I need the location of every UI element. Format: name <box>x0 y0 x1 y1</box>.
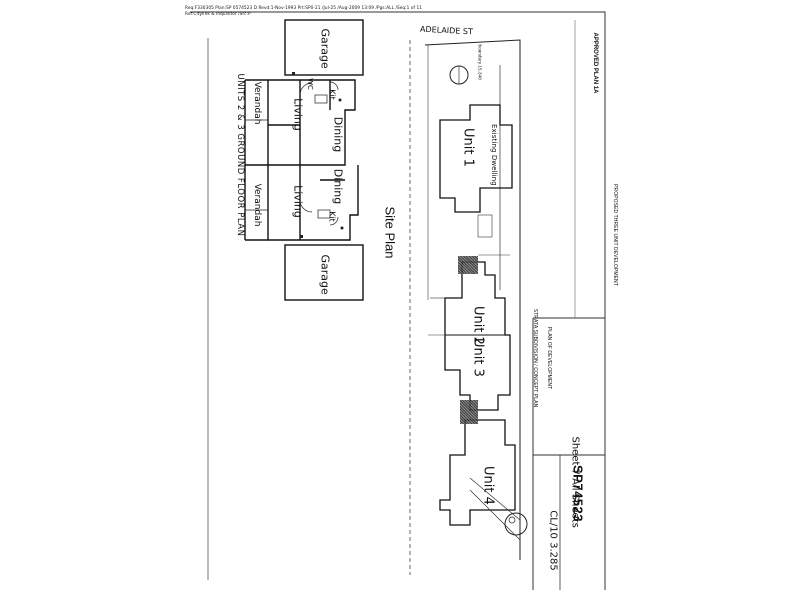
project-line-2: STRATA SUBDIVISION / CONCEPT PLAN <box>532 308 538 408</box>
room-label-verandah: Verandah <box>252 81 262 125</box>
room-label-kit: Kit <box>327 211 337 222</box>
room-label-living: Living <box>291 98 305 131</box>
unit-1-note: Existing Dwelling <box>490 124 498 186</box>
room-label-living: Living <box>291 185 305 218</box>
handwritten-reference: CL/10 3.285 <box>547 510 559 571</box>
room-label-dining: Dining <box>331 168 345 205</box>
fax-header-line: Ref:Citylink & Inquisitor /Src:P <box>185 11 251 16</box>
room-label-garage: Garage <box>318 254 332 295</box>
unit-3-label: Unit 3 <box>470 338 486 377</box>
room-label-wc: WC <box>306 78 314 90</box>
project-line-1: PROPOSED THREE UNIT DEVELOPMENT <box>612 184 618 286</box>
boundary-note: boundary 15.340 <box>477 44 483 80</box>
unit-4-label: Unit 4 <box>480 466 496 505</box>
plan-number: SP74523 <box>570 465 586 522</box>
unit-1-label: Unit 1 <box>460 128 476 167</box>
project-line-3: PLAN OF DEVELOPMENT <box>546 326 552 390</box>
room-label-dining: Dining <box>331 116 345 153</box>
paved-area-hatch <box>460 400 478 424</box>
fax-header-line: Req:F330305 Plan:SP 0574523 D Revd:1-Nov… <box>185 5 423 10</box>
approval-stamp: APPROVED PLAN 1A <box>592 32 598 94</box>
room-label-kit: Kit <box>327 89 337 100</box>
site-plan-title: Site Plan <box>382 206 398 259</box>
room-label-verandah: Verandah <box>252 183 262 227</box>
room-label-garage: Garage <box>318 28 332 69</box>
paved-area-hatch <box>458 256 478 274</box>
floor-plan-caption: UNITS 2 & 3 GROUND FLOOR PLAN <box>235 73 245 237</box>
